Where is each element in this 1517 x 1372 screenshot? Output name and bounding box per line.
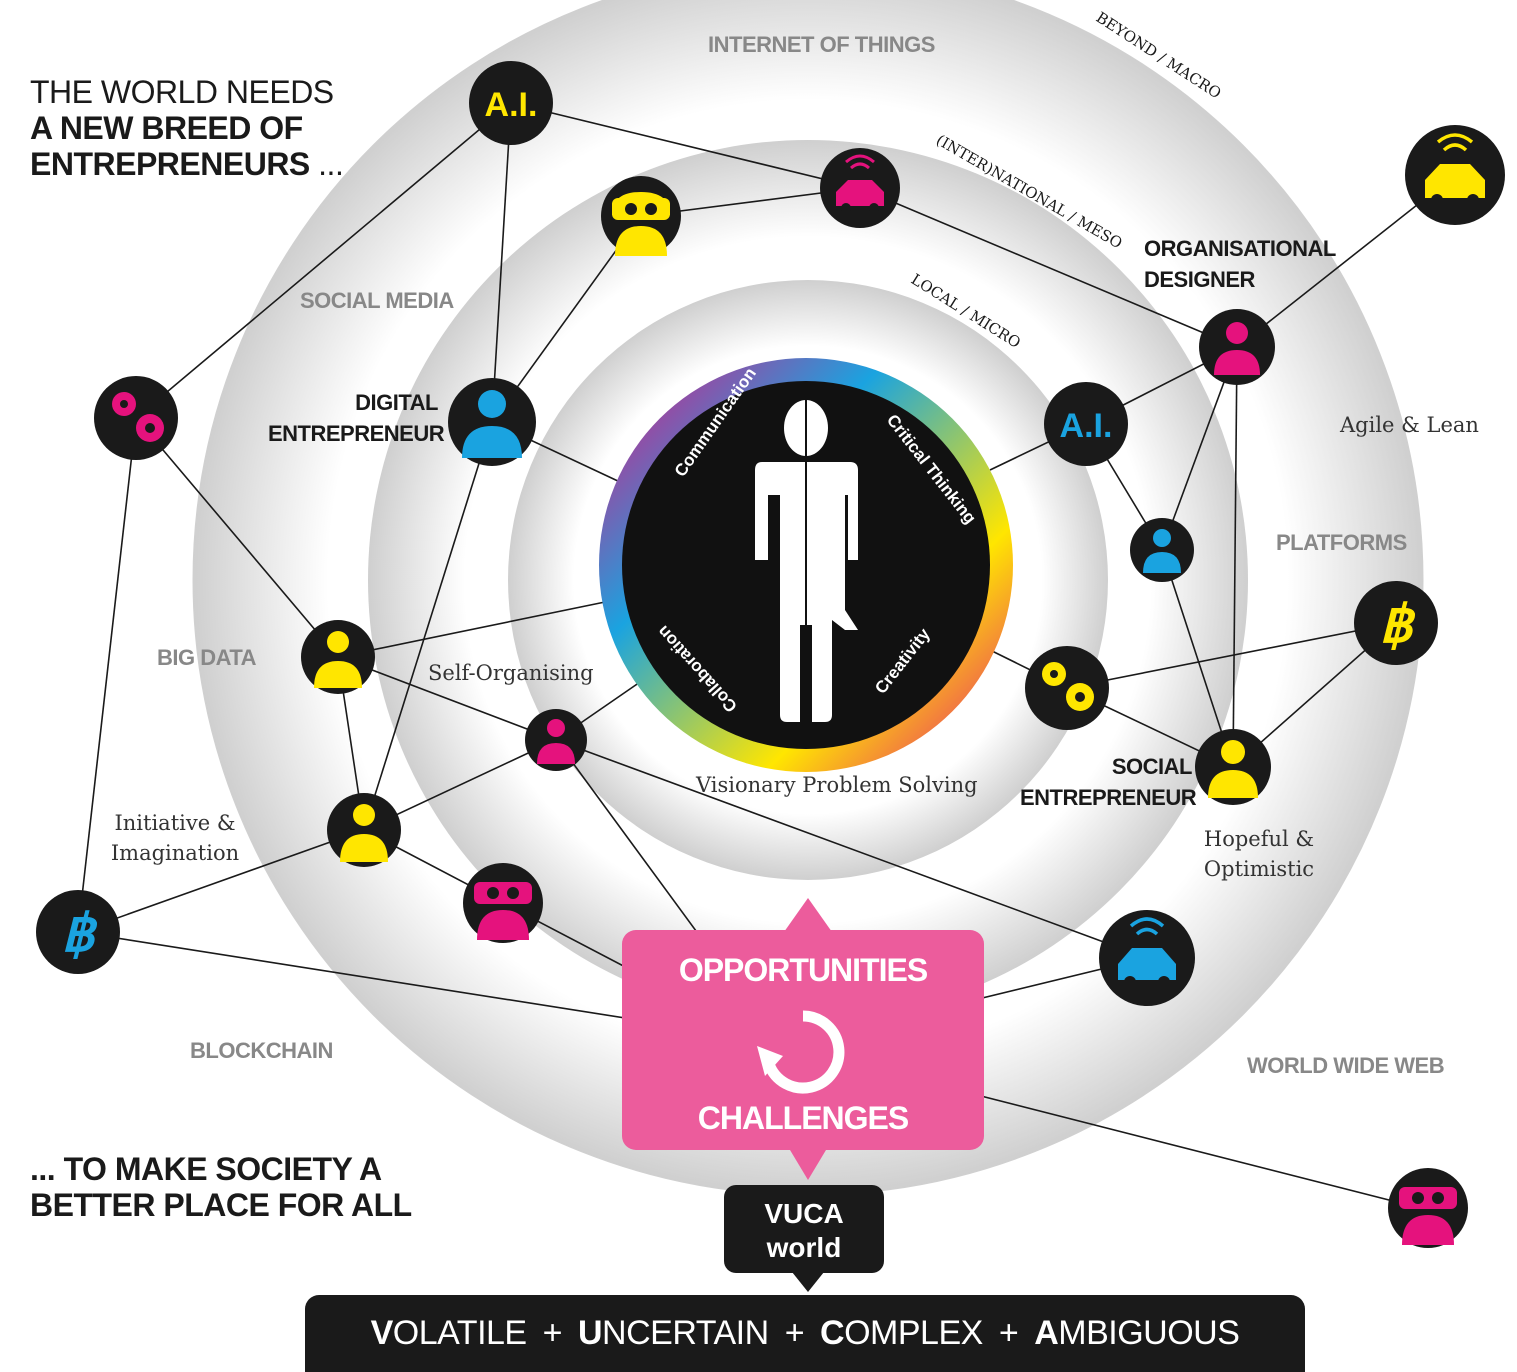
vuca-a-initial: A xyxy=(1034,1314,1059,1352)
vuca-u-rest: NCERTAIN xyxy=(602,1314,769,1352)
trait-self-organising: Self-Organising xyxy=(428,661,594,685)
gear-icon xyxy=(1042,662,1094,711)
person-icon xyxy=(537,719,575,764)
label-blockchain: BLOCKCHAIN xyxy=(190,1038,333,1063)
vuca-plus-2: + xyxy=(784,1314,805,1352)
bitcoin-icon: ฿ xyxy=(1379,596,1416,654)
node-gears-yellow xyxy=(1025,646,1109,730)
node-org-designer xyxy=(1199,309,1275,385)
node-ai-top: A.I. xyxy=(469,61,553,145)
vuca-world-box: VUCA world xyxy=(724,1185,884,1273)
vuca-line2: world xyxy=(766,1231,842,1263)
person-icon xyxy=(1208,740,1258,798)
heading-top-line2: A NEW BREED OF xyxy=(30,109,303,146)
label-world-wide-web: WORLD WIDE WEB xyxy=(1247,1053,1445,1078)
digital-line2: ENTREPRENEUR xyxy=(268,420,445,446)
vuca-c-initial: C xyxy=(820,1314,845,1352)
vuca-definition-bar: VOLATILE + UNCERTAIN + COMPLEX + AMBIGUOUS xyxy=(305,1295,1305,1372)
vuca-v-rest: OLATILE xyxy=(392,1314,527,1352)
initiative-line1: Initiative & xyxy=(114,811,236,835)
vuca-line1: VUCA xyxy=(764,1198,844,1229)
heading-bottom-line1: ... TO MAKE SOCIETY A xyxy=(30,1151,382,1187)
opportunities-challenges-box: OPPORTUNITIES CHALLENGES xyxy=(622,930,984,1150)
heading-top-line1: THE WORLD NEEDS xyxy=(30,74,334,110)
robot-icon xyxy=(1399,1187,1457,1245)
label-platforms: PLATFORMS xyxy=(1276,530,1407,555)
challenges-label: CHALLENGES xyxy=(697,1100,909,1136)
label-digital-entrepreneur: DIGITAL ENTREPRENEUR xyxy=(268,388,445,450)
label-social-entrepreneur: SOCIAL ENTREPRENEUR xyxy=(1020,752,1197,814)
car-icon xyxy=(1118,917,1176,988)
nodes: A.I. xyxy=(36,61,1505,1248)
node-robot-magenta-br xyxy=(1388,1168,1468,1248)
node-gears-magenta xyxy=(94,376,178,460)
node-person-cyan-small xyxy=(1130,518,1194,582)
social-line1: SOCIAL xyxy=(1111,754,1193,779)
label-internet-of-things: INTERNET OF THINGS xyxy=(708,32,935,57)
heading-top: THE WORLD NEEDS A NEW BREED OF ENTREPREN… xyxy=(30,74,344,183)
person-icon xyxy=(340,804,388,862)
ai-badge-top: A.I. xyxy=(485,86,538,124)
digital-line1: DIGITAL xyxy=(355,390,438,415)
vuca-v-initial: V xyxy=(370,1314,394,1352)
opps-pointer-down xyxy=(790,1150,826,1180)
vuca-plus-3: + xyxy=(998,1314,1019,1352)
car-icon xyxy=(1425,133,1485,206)
node-person-yellow-bigdata xyxy=(301,620,375,694)
robot-icon xyxy=(474,882,532,940)
trait-hopeful: Hopeful & Optimistic xyxy=(1196,824,1322,885)
node-person-magenta-small xyxy=(525,709,587,771)
heading-top-line3: ENTREPRENEURS ... xyxy=(30,145,344,183)
label-big-data: BIG DATA xyxy=(157,645,257,670)
person-icon xyxy=(1143,529,1181,573)
node-car-yellow xyxy=(1405,125,1505,225)
vuca-u-initial: U xyxy=(577,1314,603,1352)
ai-badge-right: A.I. xyxy=(1060,407,1113,445)
car-icon xyxy=(836,154,884,213)
node-robot-yellow xyxy=(601,176,681,256)
node-robot-magenta xyxy=(463,863,543,943)
node-bitcoin-cyan: ฿ xyxy=(36,890,120,974)
heading-bottom-line2: BETTER PLACE FOR ALL xyxy=(30,1186,412,1223)
node-social-entrepreneur xyxy=(1195,729,1271,805)
hopeful-line2: Optimistic xyxy=(1203,857,1315,882)
cycle-icon xyxy=(757,1010,845,1094)
person-icon xyxy=(314,631,362,688)
label-social-media: SOCIAL MEDIA xyxy=(300,288,454,313)
vuca-a-rest: MBIGUOUS xyxy=(1058,1314,1240,1352)
heading-top-ellipsis: ... xyxy=(318,145,344,182)
node-person-yellow-initiative xyxy=(327,793,401,867)
label-organisational-designer: ORGANISATIONAL DESIGNER xyxy=(1144,234,1336,296)
trait-initiative: Initiative & Imagination xyxy=(104,808,246,869)
trait-agile-lean: Agile & Lean xyxy=(1340,413,1479,437)
opportunities-label: OPPORTUNITIES xyxy=(678,952,928,988)
heading-top-line3-text: ENTREPRENEURS xyxy=(30,145,310,182)
trait-visionary: Visionary Problem Solving xyxy=(696,773,978,797)
node-car-cyan xyxy=(1099,910,1195,1006)
hopeful-line1: Hopeful & xyxy=(1203,827,1315,851)
social-line2: ENTREPRENEUR xyxy=(1020,784,1197,810)
node-car-magenta xyxy=(820,148,900,228)
initiative-line2: Imagination xyxy=(110,841,240,866)
opps-pointer-up xyxy=(784,898,832,932)
node-digital-entrepreneur xyxy=(448,378,536,466)
vuca-c-rest: OMPLEX xyxy=(844,1314,983,1352)
org-line2: DESIGNER xyxy=(1144,266,1255,292)
heading-bottom: ... TO MAKE SOCIETY A BETTER PLACE FOR A… xyxy=(30,1151,412,1224)
person-icon xyxy=(462,390,522,458)
node-bitcoin-yellow: ฿ xyxy=(1354,581,1438,665)
vuca-plus-1: + xyxy=(542,1314,563,1352)
org-line1: ORGANISATIONAL xyxy=(1144,236,1336,261)
vuca-pointer-down xyxy=(792,1272,824,1292)
node-ai-right: A.I. xyxy=(1044,382,1128,466)
robot-icon xyxy=(612,192,670,256)
bitcoin-icon: ฿ xyxy=(61,905,98,963)
person-icon xyxy=(1214,322,1260,375)
gear-icon xyxy=(112,392,164,442)
